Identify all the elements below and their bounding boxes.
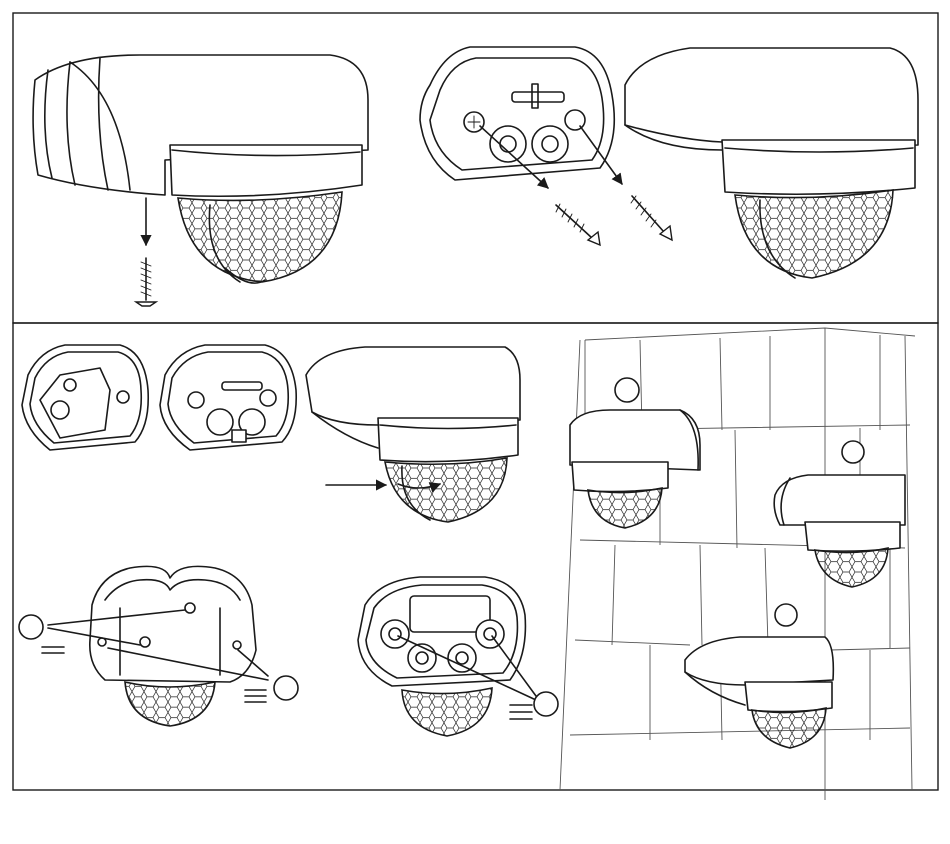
callout-marker bbox=[19, 615, 43, 639]
step-assembled bbox=[625, 48, 918, 278]
step-remove-screw bbox=[33, 55, 368, 306]
callout-marker bbox=[775, 604, 797, 626]
screw-icon bbox=[556, 204, 600, 245]
step-side-mount bbox=[42, 566, 268, 726]
step-base-plates bbox=[22, 345, 296, 450]
screw-icon bbox=[510, 705, 532, 719]
screw-icon bbox=[631, 196, 672, 240]
callout-marker bbox=[274, 676, 298, 700]
screw-icon bbox=[136, 258, 156, 306]
callout-marker bbox=[842, 441, 864, 463]
callout-marker bbox=[615, 378, 639, 402]
step-base-mount bbox=[358, 577, 536, 736]
step-adjust-lens bbox=[306, 347, 520, 522]
callout-marker bbox=[534, 692, 558, 716]
wall-mount-positions bbox=[560, 328, 915, 800]
